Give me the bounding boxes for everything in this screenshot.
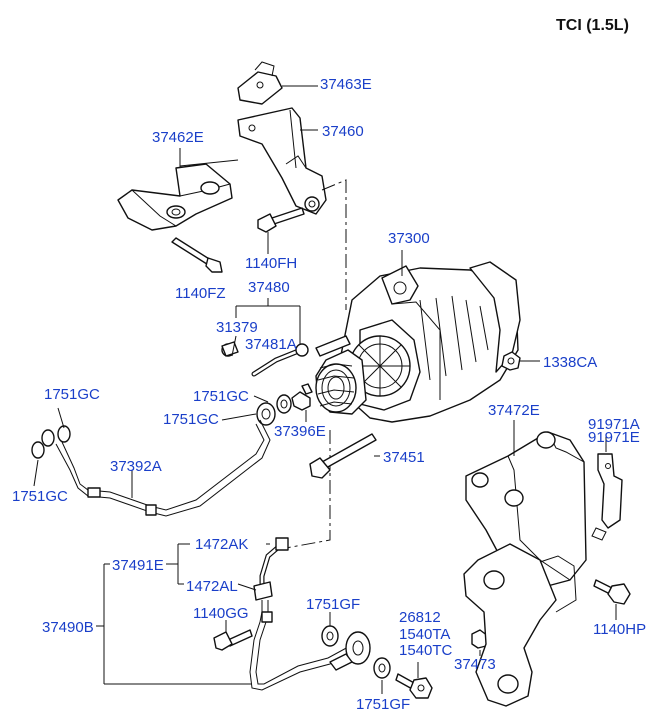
part-1140HP-bolt[interactable] [593,579,631,620]
part-37490B-hose-assembly[interactable] [96,537,371,691]
part-37396E-banjo-fitting[interactable] [221,383,313,426]
part-37462E-bracket[interactable] [117,148,239,231]
label-37396E[interactable]: 37396E [274,423,326,440]
label-1540TA[interactable]: 1540TA [399,626,451,643]
model-title: TCI (1.5L) [556,17,629,34]
label-1751GF-lower[interactable]: 1751GF [356,696,411,713]
part-37392A-oil-tube[interactable] [31,407,271,517]
label-91971E[interactable]: 91971E [588,429,640,446]
label-1751GC-upper[interactable]: 1751GC [193,388,249,405]
label-1540TC[interactable]: 1540TC [399,642,453,659]
label-1472AL[interactable]: 1472AL [186,578,238,595]
alignment-line-upper [321,179,347,310]
part-1540TC-bolt[interactable] [395,662,433,699]
label-37392A[interactable]: 37392A [110,458,162,475]
label-1751GF-upper[interactable]: 1751GF [306,596,361,613]
part-1140FZ-bolt[interactable] [171,237,223,273]
part-37472E-bracket[interactable] [463,420,587,707]
alignment-line-lower [285,430,331,549]
label-1140HP[interactable]: 1140HP [593,621,647,638]
label-37481A[interactable]: 37481A [245,336,297,353]
label-37300[interactable]: 37300 [388,230,430,247]
label-37451[interactable]: 37451 [383,449,425,466]
part-1140FH-bolt[interactable] [257,207,305,254]
part-37480-hose-assembly[interactable] [221,298,309,377]
part-37451-bolt[interactable] [309,433,380,479]
label-37480[interactable]: 37480 [248,279,290,296]
label-37491E[interactable]: 37491E [112,557,164,574]
part-1751GF-washers[interactable] [321,612,391,694]
label-1751GC-middle[interactable]: 1751GC [163,411,219,428]
label-37460[interactable]: 37460 [322,123,364,140]
label-1140FH[interactable]: 1140FH [245,255,298,272]
label-37462E[interactable]: 37462E [152,129,204,146]
label-31379[interactable]: 31379 [216,319,258,336]
part-37463E-bracket[interactable] [237,61,318,105]
label-37473[interactable]: 37473 [454,656,496,673]
part-1338CA-nut[interactable] [501,351,540,371]
label-1140FZ[interactable]: 1140FZ [175,285,226,302]
label-1751GC-upper-left[interactable]: 1751GC [44,386,100,403]
part-37300-alternator[interactable] [315,250,521,423]
part-37460-bracket[interactable] [237,107,327,215]
label-26812[interactable]: 26812 [399,609,441,626]
label-1338CA[interactable]: 1338CA [543,354,598,371]
label-1140GG[interactable]: 1140GG [193,605,249,622]
label-1751GC-lower-left[interactable]: 1751GC [12,488,68,505]
label-37490B[interactable]: 37490B [42,619,94,636]
label-91971A[interactable]: 91971A [588,416,640,433]
part-91971-clip[interactable] [591,436,623,541]
label-37472E[interactable]: 37472E [488,402,540,419]
label-1472AK[interactable]: 1472AK [195,536,249,553]
part-1140GG-bolt[interactable] [213,620,253,651]
label-37463E[interactable]: 37463E [320,76,372,93]
